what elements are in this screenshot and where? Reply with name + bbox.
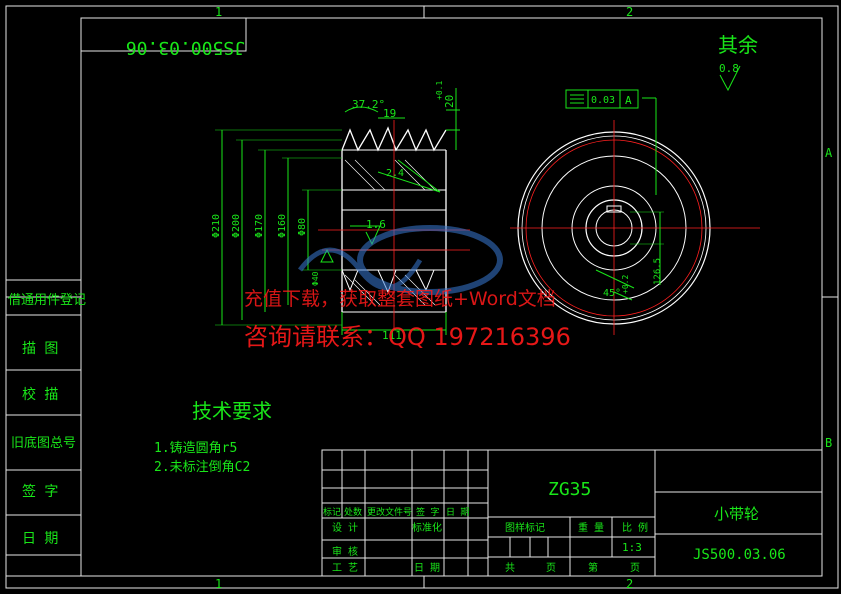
- grid-label-top-2: 2: [626, 5, 633, 19]
- front-view: [510, 97, 760, 335]
- title-block-header-date: 日 期: [446, 507, 469, 518]
- side-table-cell-5: 签 字: [22, 483, 58, 500]
- surface-finish-value: 0.8: [719, 62, 739, 75]
- title-block-standardization: 标准化: [412, 521, 442, 534]
- surface-finish-label: 其余: [718, 33, 758, 57]
- title-block-drawing-no: JS500.03.06: [693, 547, 786, 563]
- title-block: [321, 449, 823, 577]
- title-block-total: 共: [505, 562, 515, 574]
- title-block-header-sign: 签 字: [416, 506, 439, 518]
- grid-label-top-1: 1: [215, 5, 222, 19]
- title-block-page2: 页: [630, 562, 640, 574]
- side-table-cell-4: 旧底图总号: [11, 435, 76, 451]
- watermark-line1: 充值下载，获取整套图纸+Word文档: [244, 288, 556, 310]
- dim-roughness: 1.6: [366, 218, 386, 231]
- dim-hub: Φ40: [311, 271, 320, 286]
- drawing-number-flipped: JS500.03.06: [126, 37, 245, 58]
- title-block-process: 工 艺: [332, 562, 358, 574]
- side-table-cell-1: 借通用件登记: [8, 293, 86, 308]
- watermark-line2: 咨询请联系：QQ 197216396: [244, 323, 571, 351]
- tolerance-datum-cell: [619, 89, 639, 109]
- tech-requirement-1: 1.铸造圆角r5: [154, 440, 237, 456]
- tolerance-value: 0.03: [591, 95, 615, 106]
- title-block-weight: 重 量: [578, 521, 604, 534]
- dim-d210: Φ210: [211, 214, 222, 238]
- side-table-cell-6: 日 期: [22, 531, 58, 547]
- section-view: [215, 88, 470, 335]
- side-table-cell-2: 描 图: [22, 341, 58, 357]
- grid-label-right-b: B: [825, 436, 832, 450]
- title-block-material: ZG35: [548, 479, 591, 500]
- title-block-part-name: 小带轮: [714, 505, 759, 523]
- drawing-number-box: [80, 17, 247, 52]
- title-block-sheet: 第: [588, 561, 598, 574]
- tech-requirements-title: 技术要求: [192, 399, 272, 423]
- surface-finish-symbol: [719, 65, 741, 92]
- dim-key-tol: +0.2: [621, 275, 630, 294]
- tolerance-datum: A: [625, 94, 632, 107]
- dim-key-depth: 126.5: [653, 258, 663, 285]
- dim-angle45: 45°: [603, 288, 621, 299]
- side-table-cell-3: 校 描: [22, 386, 58, 403]
- dim-depth: 20: [443, 95, 456, 108]
- tech-requirement-2: 2.未标注倒角C2: [154, 460, 250, 475]
- title-block-scale-label: 比 例: [622, 521, 648, 534]
- grid-label-bottom-1: 1: [215, 577, 222, 591]
- grid-label-right-a: A: [825, 146, 833, 160]
- title-block-stage-mark: 图样标记: [505, 521, 545, 534]
- dim-d170: Φ170: [254, 214, 265, 238]
- title-block-page: 页: [546, 562, 556, 574]
- title-block-scale: 1:3: [622, 541, 642, 554]
- grid-label-bottom-2: 2: [626, 577, 633, 591]
- title-block-header-mark: 标记: [323, 506, 341, 518]
- dim-d160: Φ160: [277, 214, 288, 238]
- title-block-header-count: 处数: [344, 506, 362, 518]
- dim-tol-plus: +0.1: [435, 81, 444, 100]
- title-block-header-change: 更改文件号: [367, 506, 412, 518]
- dim-groove-width: 19: [383, 107, 396, 120]
- dim-angle: 37.2°: [352, 98, 385, 111]
- dim-width: 111: [382, 329, 402, 342]
- title-block-designer: 设 计: [332, 521, 358, 534]
- dim-groove-depth: 2.4: [386, 168, 404, 179]
- dim-d80: Φ80: [297, 218, 308, 236]
- title-block-review: 审 核: [332, 545, 358, 558]
- watermark-logo: [298, 225, 503, 295]
- title-block-date: 日 期: [414, 562, 440, 574]
- dim-d200: Φ200: [231, 214, 242, 238]
- side-table: [5, 279, 82, 577]
